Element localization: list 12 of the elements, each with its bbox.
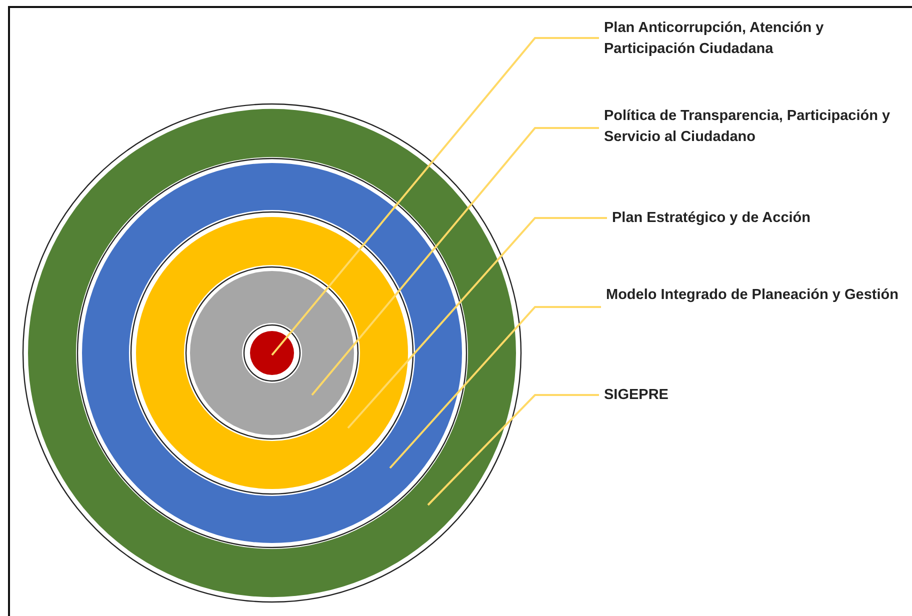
ring-label: Plan Estratégico y de Acción [612, 208, 912, 229]
ring-label: Modelo Integrado de Planeación y Gestión [606, 285, 906, 306]
leader-line [427, 394, 599, 506]
center-circle [250, 331, 294, 375]
leader-line [347, 217, 607, 429]
ring-label: SIGEPRE [604, 385, 904, 406]
ring [190, 271, 354, 435]
ring-label: Política de Transparencia, Participación y Servicio al Ciudadano [604, 106, 904, 148]
leader-line [271, 37, 599, 356]
leader-line [389, 306, 601, 469]
ring-label: Plan Anticorrupción, Atención y Participación Ciudadana [604, 18, 904, 60]
leader-line [311, 127, 599, 396]
